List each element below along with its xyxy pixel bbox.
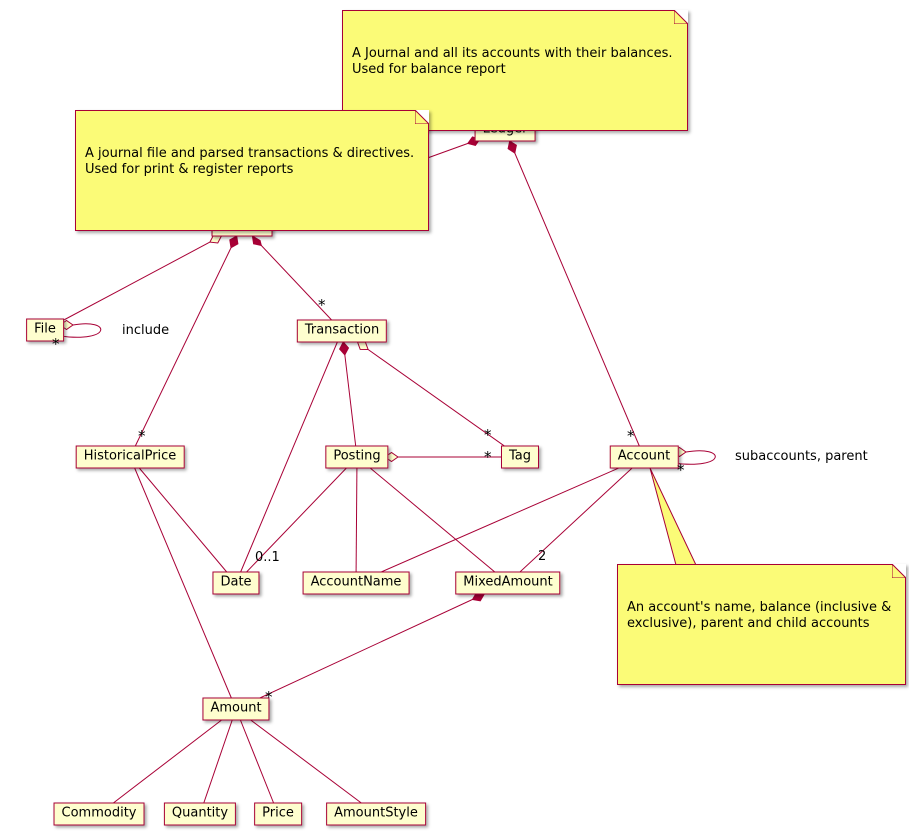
multiplicity-transaction-tag: *: [484, 426, 492, 444]
edge-amount-amountstyle: [235, 708, 377, 815]
label-subaccounts-parent: subaccounts, parent: [735, 449, 868, 464]
note-fold-icon: [673, 10, 688, 24]
note-account-text: An account's name, balance (inclusive & …: [627, 600, 892, 631]
note-journal: A journal file and parsed transactions &…: [75, 110, 430, 231]
edge-posting-date: [235, 456, 358, 584]
multiplicity-ledger-account: *: [627, 427, 635, 445]
edge-ledger-account: [504, 129, 645, 458]
composition-diamond-ledger-account: [507, 140, 517, 154]
composition-diamond-transaction-posting: [338, 341, 350, 356]
edge-historicalprice-amount: [129, 456, 237, 710]
edge-historicalprice-date: [129, 456, 237, 584]
class-tag: Tag: [500, 445, 540, 469]
edge-amount-quantity: [199, 708, 237, 815]
class-amountstyle: AmountStyle: [326, 802, 426, 826]
edge-journal-historicalprice: [129, 224, 243, 458]
multiplicity-journal-historicalprice: *: [138, 427, 146, 445]
class-quantity: Quantity: [163, 802, 237, 826]
edge-posting-accountname: [355, 456, 358, 584]
class-account: Account: [609, 445, 679, 469]
class-mixedamount: MixedAmount: [455, 571, 561, 595]
edge-amount-commodity: [98, 708, 237, 815]
composition-diamond-journal-transaction: [251, 235, 262, 247]
multiplicity-posting-tag: *: [484, 448, 492, 466]
note-connector-account: [649, 467, 697, 566]
composition-diamond-journal-historicalprice: [229, 235, 239, 249]
multiplicity-account-mixedamount: 2: [538, 549, 547, 564]
multiplicity-posting-date: 0..1: [255, 550, 280, 565]
multiplicity-journal-transaction: *: [318, 296, 326, 314]
edge-account-accountname: [355, 456, 645, 584]
edge-posting-mixedamount: [356, 456, 509, 584]
label-include: include: [122, 323, 170, 338]
multiplicity-account-selfloop: *: [677, 461, 685, 479]
multiplicity-file-selfloop: *: [52, 335, 60, 353]
class-date: Date: [212, 571, 260, 595]
class-amount: Amount: [202, 697, 270, 721]
note-fold-icon: [892, 564, 907, 578]
class-price: Price: [254, 802, 302, 826]
class-accountname: AccountName: [302, 571, 410, 595]
edge-account-selfloop: [672, 450, 716, 465]
edge-file-selfloop: [59, 323, 102, 338]
multiplicity-mixedamount-amount: *: [265, 688, 273, 706]
edge-mixedamount-amount: [235, 582, 509, 710]
class-historicalprice: HistoricalPrice: [75, 445, 185, 469]
class-file: File: [26, 318, 64, 342]
class-commodity: Commodity: [53, 802, 145, 826]
edge-amount-price: [235, 708, 279, 815]
note-ledger-text: A Journal and all its accounts with thei…: [352, 46, 673, 77]
note-account: An account's name, balance (inclusive & …: [617, 564, 907, 685]
edge-transaction-tag: [367, 349, 521, 458]
edge-account-mixedamount: [507, 456, 645, 584]
class-transaction: Transaction: [296, 319, 388, 343]
aggregation-diamond-transaction-tag: [356, 341, 369, 351]
class-posting: Posting: [325, 445, 389, 469]
note-fold-icon: [415, 110, 430, 124]
note-journal-text: A journal file and parsed transactions &…: [85, 146, 415, 177]
edge-journal-file: [44, 241, 211, 331]
edge-transaction-date: [235, 330, 343, 584]
